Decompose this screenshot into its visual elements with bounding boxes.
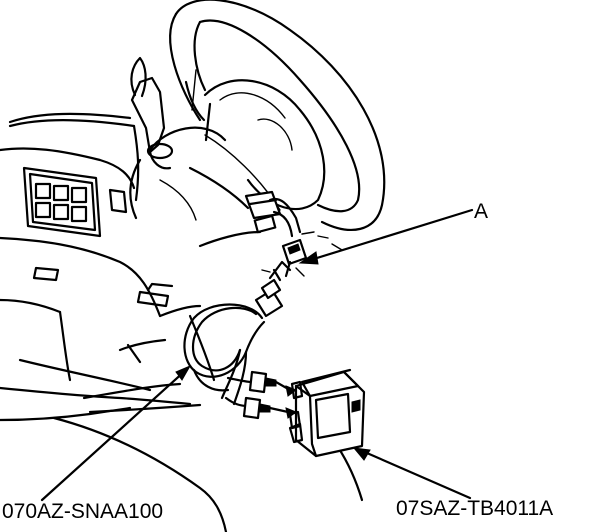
tool-label-harness: 070AZ-SNAA100: [2, 500, 164, 523]
leader-lines: [40, 208, 474, 502]
tester-box: [288, 368, 366, 458]
steering-wheel: [169, 0, 386, 231]
column-connector-upper: [244, 190, 302, 238]
turn-signal-stalk: [130, 56, 174, 170]
callout-label-a: A: [474, 200, 489, 223]
tool-label-tester: 07SAZ-TB4011A: [396, 497, 554, 520]
tool-harness-connector: [254, 260, 292, 318]
dashboard: [0, 112, 364, 532]
connector-a: [281, 238, 308, 278]
switch-panel: [22, 166, 174, 308]
tester-leads: [224, 370, 298, 420]
dash-detail: [261, 231, 343, 277]
